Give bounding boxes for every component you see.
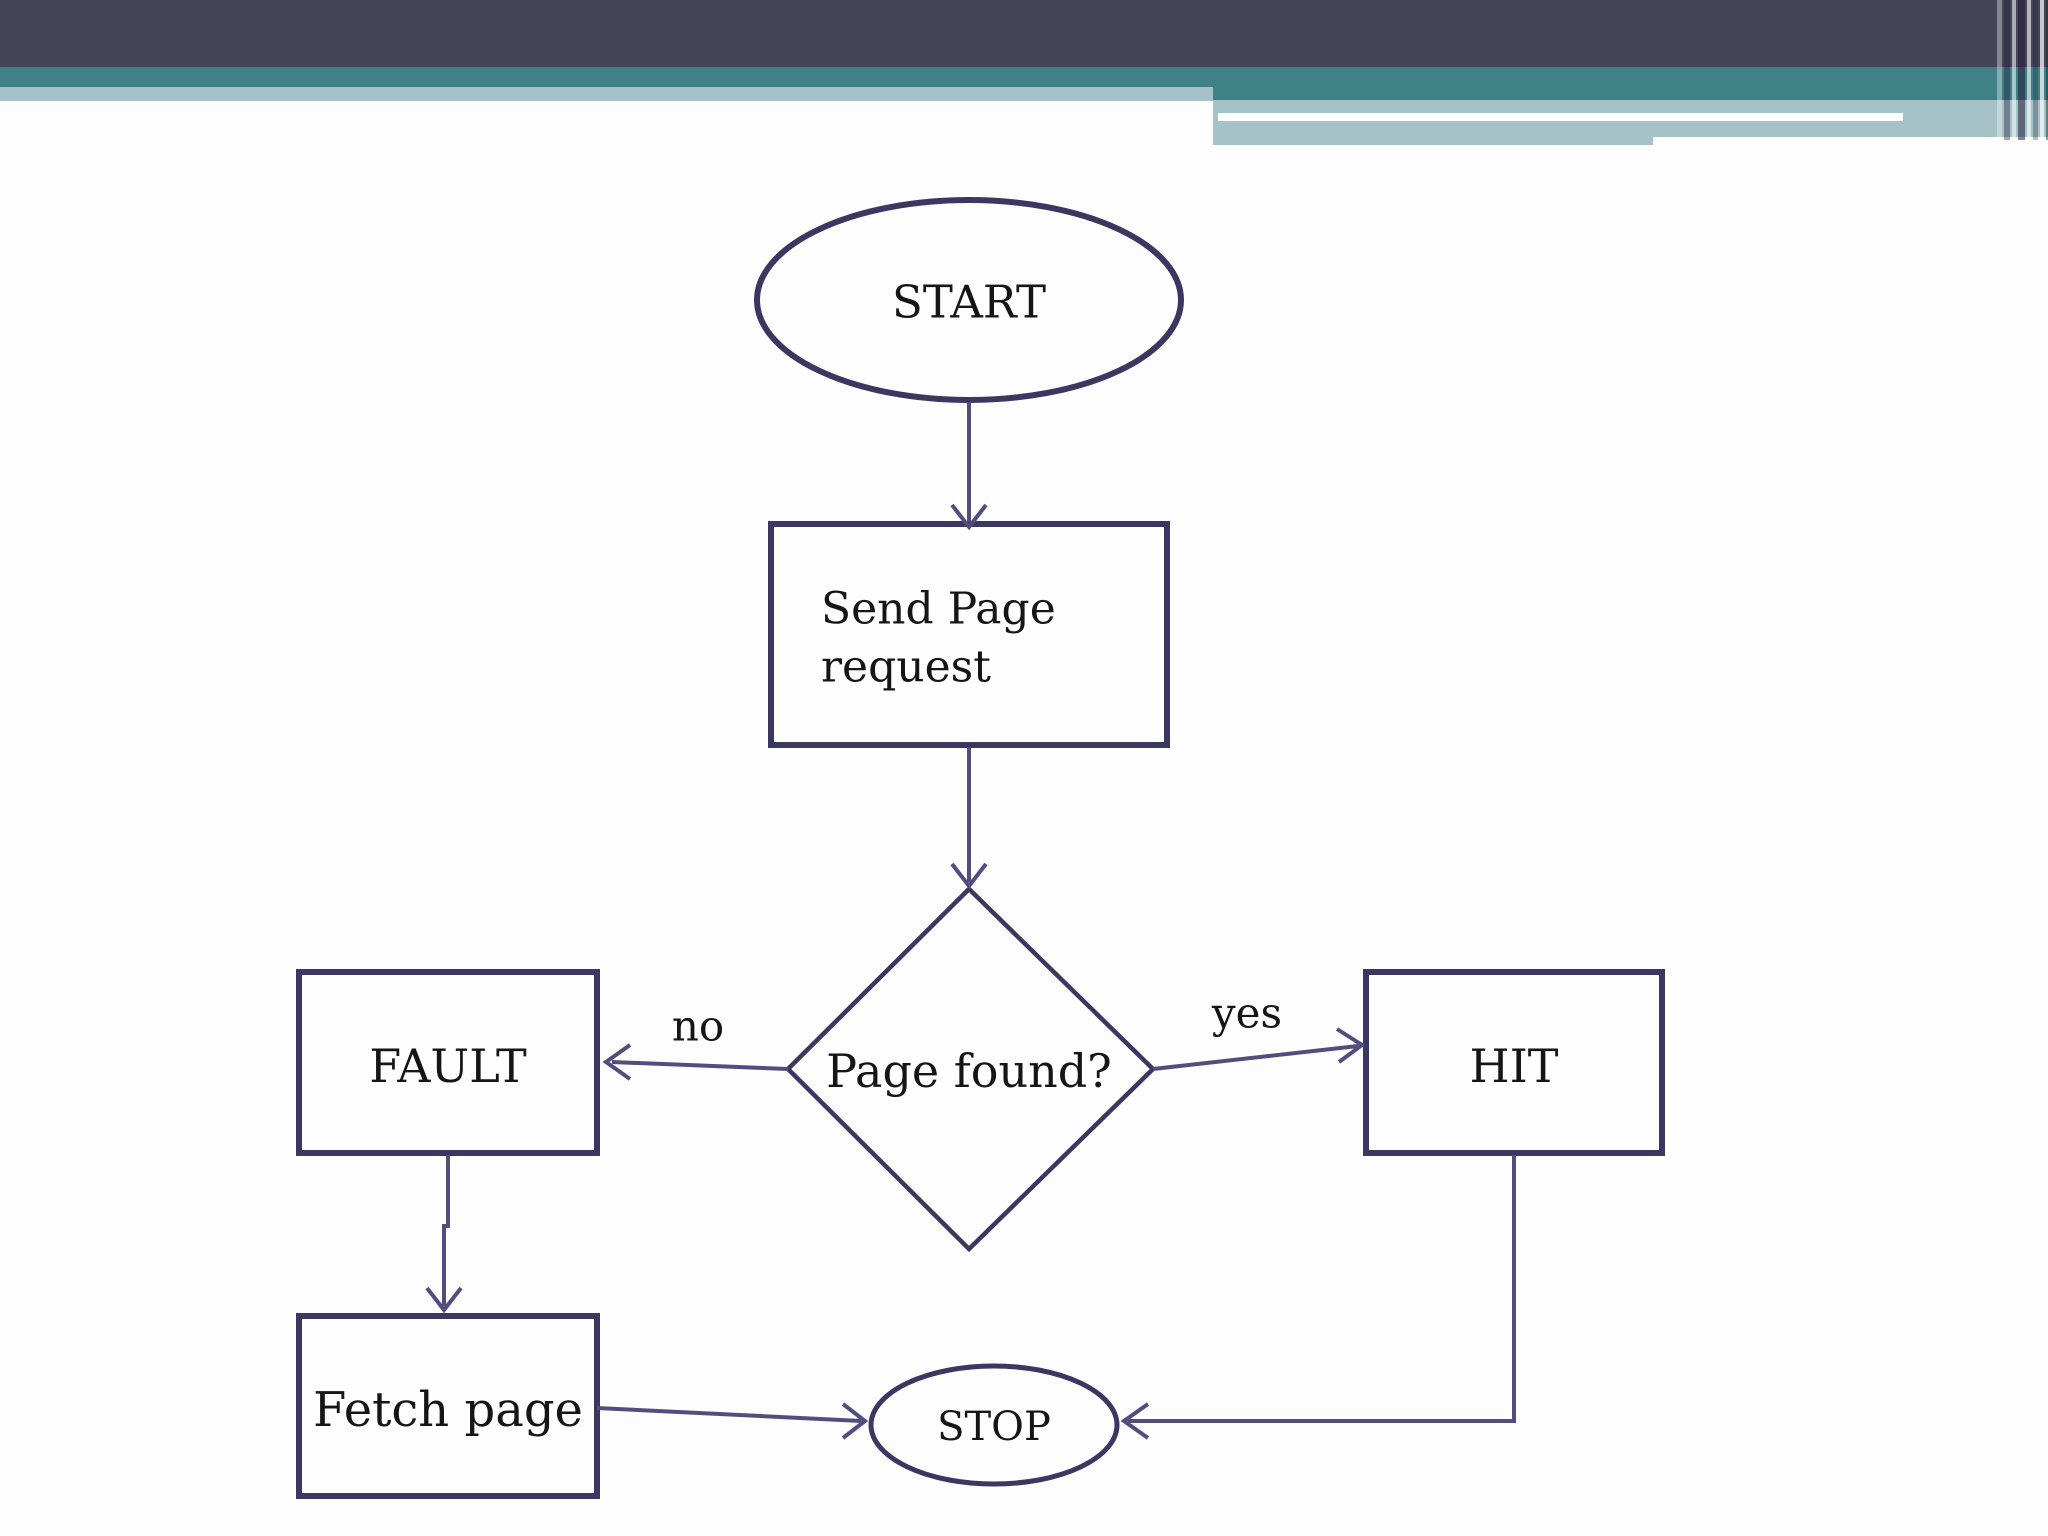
arrowhead-right-icon xyxy=(841,1402,869,1440)
send-request-label-line1: Send Page xyxy=(821,584,1056,635)
edges xyxy=(425,402,1516,1440)
fetch-page-node xyxy=(296,1313,600,1499)
header-bar-dark xyxy=(0,0,2048,67)
send-request-node xyxy=(768,521,1170,748)
header-white-line xyxy=(1218,113,1903,121)
fetch-page-label: Fetch page xyxy=(313,1382,583,1438)
stripe xyxy=(2040,0,2044,140)
stripe xyxy=(2018,0,2025,140)
edge-no xyxy=(611,1060,789,1071)
start-node xyxy=(754,197,1184,403)
stripe xyxy=(2046,0,2048,140)
yes-edge-label: yes xyxy=(1211,989,1282,1038)
fault-node xyxy=(296,969,600,1156)
fault-label: FAULT xyxy=(369,1039,527,1093)
decision-node xyxy=(784,885,1157,1253)
hit-node xyxy=(1363,969,1665,1156)
start-label: START xyxy=(892,276,1046,329)
arrowhead-left-icon xyxy=(602,1043,632,1081)
no-edge-label: no xyxy=(672,1002,724,1051)
arrowhead-down-icon xyxy=(425,1286,463,1314)
decision-label: Page found? xyxy=(826,1044,1112,1098)
arrowhead-down-icon xyxy=(950,503,988,531)
stripe xyxy=(2027,0,2031,140)
arrowhead-left-icon xyxy=(1120,1402,1150,1440)
arrowhead-right-icon xyxy=(1335,1027,1366,1064)
header-decoration xyxy=(0,0,2048,145)
hit-label: HIT xyxy=(1470,1039,1559,1093)
stripe xyxy=(2012,0,2016,140)
edge-fetch-to-stop xyxy=(596,1406,862,1423)
header-strip-light-left xyxy=(0,87,1213,101)
stop-node xyxy=(868,1363,1120,1487)
send-request-label-line2: request xyxy=(821,642,991,693)
stripe xyxy=(2033,0,2038,140)
arrowhead-down-icon xyxy=(950,862,988,890)
stop-label: STOP xyxy=(937,1404,1051,1450)
edge-hit-to-stop xyxy=(1128,1155,1516,1423)
edge-fault-to-fetch xyxy=(442,1155,450,1306)
stripe xyxy=(1997,0,2002,140)
edge-yes xyxy=(1152,1044,1359,1071)
header-lower-light-bar xyxy=(1213,137,1653,145)
stripe xyxy=(2004,0,2010,140)
header-corner-stripes xyxy=(1997,0,2048,140)
